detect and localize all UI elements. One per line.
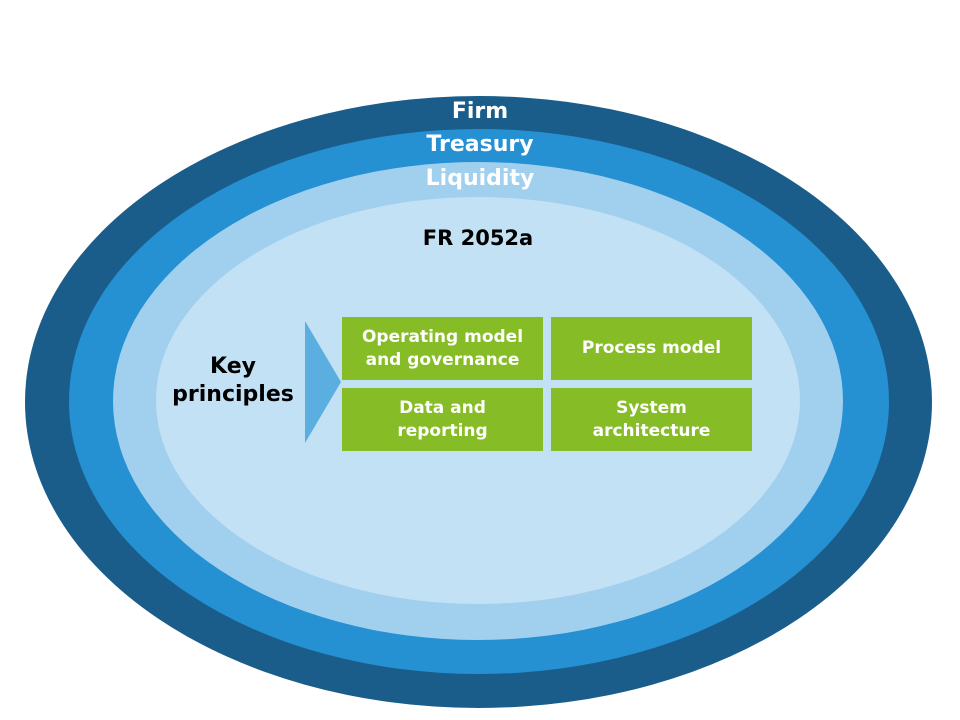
process-model-box: Process model bbox=[551, 317, 752, 380]
system-architecture-line-1: System bbox=[616, 397, 687, 418]
treasury-label: Treasury bbox=[426, 132, 534, 157]
fr2052a-label: FR 2052a bbox=[422, 226, 534, 250]
operating-model-line-2: and governance bbox=[365, 349, 520, 370]
firm-label: Firm bbox=[451, 99, 509, 124]
key-principles-line-1: Key bbox=[210, 354, 256, 379]
data-reporting-line-1: Data and bbox=[399, 397, 486, 418]
liquidity-label: Liquidity bbox=[425, 166, 535, 191]
chevron-right-icon bbox=[305, 321, 341, 443]
system-architecture-line-2: architecture bbox=[592, 420, 711, 441]
system-architecture-text: System architecture bbox=[593, 397, 711, 443]
data-reporting-box: Data and reporting bbox=[342, 388, 543, 451]
process-model-text: Process model bbox=[582, 337, 721, 360]
operating-model-text: Operating model and governance bbox=[362, 326, 523, 372]
process-model-line-1: Process model bbox=[581, 338, 722, 358]
key-principles-label: Key principles bbox=[160, 353, 306, 409]
operating-model-box: Operating model and governance bbox=[342, 317, 543, 380]
chevron-shape bbox=[305, 321, 341, 443]
data-reporting-line-2: reporting bbox=[397, 420, 488, 441]
operating-model-line-1: Operating model bbox=[361, 326, 524, 347]
data-reporting-text: Data and reporting bbox=[397, 397, 487, 443]
key-principles-line-2: principles bbox=[172, 382, 294, 407]
system-architecture-box: System architecture bbox=[551, 388, 752, 451]
